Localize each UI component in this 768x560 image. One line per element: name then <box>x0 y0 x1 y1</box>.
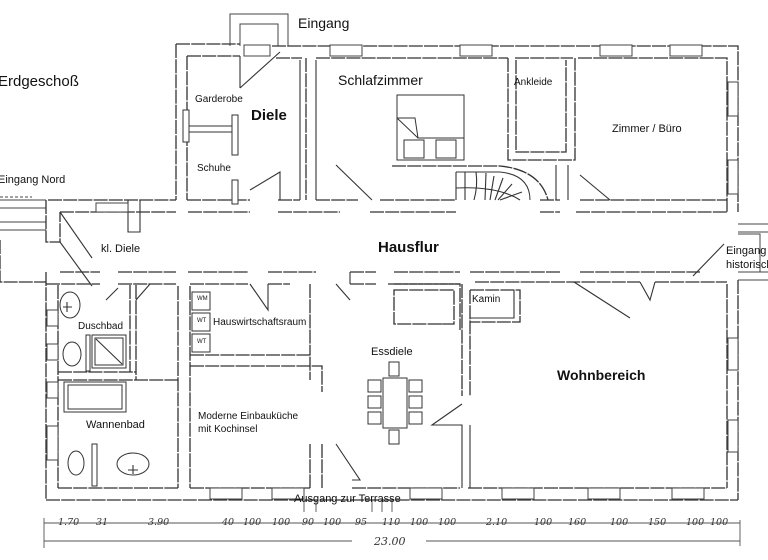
dim-seg-12: 100 <box>438 517 457 528</box>
room-schlafzimmer: Schlafzimmer <box>338 72 423 88</box>
room-garderobe: Garderobe <box>195 94 243 105</box>
appliance-wt-2: WT <box>197 339 207 345</box>
dim-seg-14: 100 <box>534 517 553 528</box>
room-kueche-line2: mit Kochinsel <box>198 424 258 435</box>
dim-seg-16: 100 <box>610 517 629 528</box>
dim-total: 23.00 <box>374 535 406 548</box>
room-kl-diele: kl. Diele <box>101 243 141 255</box>
dim-seg-4: 40 <box>222 517 235 528</box>
dim-seg-11: 100 <box>410 517 429 528</box>
essdiele-and-kamin <box>335 272 656 488</box>
room-wannenbad: Wannenbad <box>86 419 145 431</box>
room-hausflur: Hausflur <box>378 239 439 256</box>
floor-title: Erdgeschoß <box>0 73 79 90</box>
bottom-windows <box>209 487 705 500</box>
appliance-wm: WM <box>197 296 208 302</box>
dim-seg-17: 150 <box>648 517 667 528</box>
label-main-entrance: Eingang <box>298 15 350 31</box>
dimension-lines <box>43 518 741 548</box>
room-duschbad: Duschbad <box>78 321 124 332</box>
dim-seg-8: 100 <box>323 517 342 528</box>
dim-seg-6: 100 <box>272 517 291 528</box>
label-north-entrance: Eingang Nord <box>0 174 66 186</box>
room-ankleide: Ankleide <box>514 77 553 88</box>
room-wohnbereich: Wohnbereich <box>557 367 646 383</box>
dim-seg-19: 100 <box>710 517 729 528</box>
dim-seg-5: 100 <box>243 517 262 528</box>
north-entrance-passage <box>0 196 129 287</box>
bathrooms <box>58 283 191 488</box>
dim-seg-7: 90 <box>302 517 315 528</box>
terrace-exit-ticks <box>303 500 393 512</box>
label-historic-entrance-2: historisch <box>726 259 768 271</box>
dim-seg-15: 160 <box>568 517 587 528</box>
historic-entrance <box>692 223 768 281</box>
room-kamin: Kamin <box>472 294 501 305</box>
room-diele: Diele <box>251 107 287 124</box>
room-schuhe: Schuhe <box>197 163 231 174</box>
dim-seg-9: 95 <box>355 517 368 528</box>
label-terrace-exit: Ausgang zur Terrasse <box>294 493 401 505</box>
corridor-walls <box>46 60 727 285</box>
schlafzimmer-furniture <box>392 94 549 201</box>
top-windows <box>243 44 703 57</box>
main-entrance-porch <box>229 13 289 46</box>
diele-interior <box>182 51 307 205</box>
room-hauswirtschaftsraum: Hauswirtschaftsraum <box>213 317 307 328</box>
label-historic-entrance-1: Eingang <box>726 245 767 257</box>
room-zimmer-buero: Zimmer / Büro <box>612 123 682 135</box>
appliance-wt-1: WT <box>197 318 207 324</box>
room-kueche-line1: Moderne Einbauküche <box>198 411 299 422</box>
left-windows <box>46 309 59 461</box>
right-windows <box>727 81 739 453</box>
dim-seg-10: 110 <box>382 517 401 528</box>
dim-seg-13: 2.10 <box>486 517 508 528</box>
ankleide <box>507 58 576 161</box>
dim-seg-3: 3.90 <box>148 517 170 528</box>
dim-seg-1: 1.70 <box>58 517 80 528</box>
spiral-staircase <box>455 171 531 201</box>
dim-seg-18: 100 <box>686 517 705 528</box>
dim-seg-2: 31 <box>96 517 109 528</box>
utility-and-kitchen <box>190 283 362 488</box>
room-essdiele: Essdiele <box>371 346 413 358</box>
